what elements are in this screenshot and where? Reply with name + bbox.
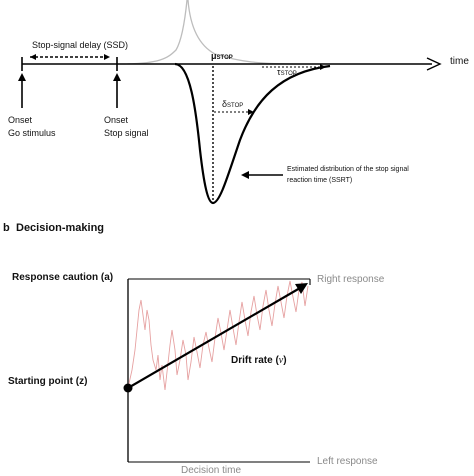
panel-b-title: Decision-making — [16, 222, 105, 234]
mu-symbol: μ — [211, 51, 217, 61]
drift-rate-text: Drift rate ( — [231, 355, 279, 366]
right-response-label: Right response — [317, 274, 385, 285]
ssrt-note-line-1: Estimated distribution of the stop signa… — [287, 166, 409, 173]
response-caution-label: Response caution (a) — [12, 272, 114, 283]
delta-stop-arrowhead — [248, 109, 254, 115]
delta-stop-label: δSTOP — [222, 99, 243, 109]
starting-point-label: Starting point (z) — [8, 376, 88, 387]
tau-symbol: τ — [277, 67, 281, 77]
time-axis-label: time — [450, 56, 469, 67]
tau-stop-arrowhead — [320, 64, 326, 70]
time-axis-arrowhead — [426, 57, 442, 71]
drift-rate-symbol: v — [278, 355, 284, 366]
drift-rate-arrowhead — [295, 283, 308, 294]
drift-rate-arrow — [127, 287, 301, 389]
panel-b-letter: b — [3, 222, 10, 234]
mu-stop-label: μSTOP — [211, 51, 233, 61]
delta-subscript: STOP — [227, 103, 244, 109]
stop-onset-line-1: Onset — [104, 115, 129, 125]
go-rt-distribution-curve — [119, 0, 301, 65]
go-onset-line-1: Onset — [8, 115, 33, 125]
go-onset-label: Onset Go stimulus — [8, 114, 56, 140]
ssd-arrowhead-left — [30, 54, 36, 60]
stop-onset-label: Onset Stop signal — [104, 114, 149, 140]
drift-rate-close: ) — [283, 355, 287, 366]
stop-onset-arrowhead — [113, 73, 121, 81]
tau-subscript: STOP — [280, 71, 297, 77]
ssd-arrowhead-right — [104, 54, 110, 60]
ssd-label: Stop-signal delay (SSD) — [32, 40, 129, 50]
ssrt-note-line-2: reaction time (SSRT) — [287, 177, 353, 184]
go-onset-line-2: Go stimulus — [8, 128, 56, 138]
left-response-label: Left response — [317, 456, 378, 467]
ssrt-note: Estimated distribution of the stop signa… — [287, 164, 409, 186]
ssrt-callout-arrowhead — [241, 171, 249, 179]
drift-rate-label: Drift rate (v) — [231, 355, 287, 366]
starting-point-dot — [123, 383, 133, 393]
delta-symbol: δ — [222, 99, 228, 109]
stop-onset-line-2: Stop signal — [104, 128, 149, 138]
tau-stop-label: τSTOP — [277, 67, 297, 77]
decision-time-label: Decision time — [181, 465, 242, 476]
mu-subscript: STOP — [216, 55, 233, 61]
go-onset-arrowhead — [18, 73, 26, 81]
